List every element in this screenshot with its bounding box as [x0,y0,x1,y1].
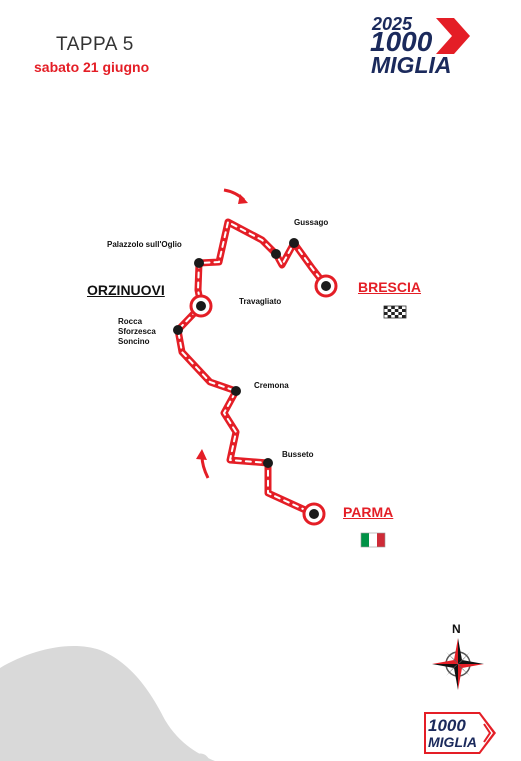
label-rocca-3: Soncino [118,337,150,346]
checkered-flag-icon [383,305,407,319]
footer-logo-shape-icon [424,712,496,754]
marker-parma [302,502,326,526]
logo-name: MIGLIA [371,52,452,78]
dot-travagliato [271,249,281,259]
direction-arrow-top-icon [223,188,248,204]
label-parma: PARMA [343,504,394,520]
label-orzinuovi: ORZINUOVI [87,282,165,298]
label-rocca-1: Rocca [118,317,143,326]
logo-arrow-icon [436,18,470,54]
dot-busseto [263,458,273,468]
logo-number: 1000 [370,26,433,57]
footer-logo-name: MIGLIA [428,734,477,750]
label-brescia: BRESCIA [358,279,422,295]
dot-rocca [173,325,183,335]
label-palazzolo: Palazzolo sull'Oglio [107,240,182,249]
logo-year: 2025 [372,14,413,34]
label-rocca-2: Sforzesca [118,327,156,336]
compass-north-label: N [452,622,461,636]
compass-rose-icon [432,638,484,690]
stage-date: sabato 21 giugno [34,59,150,75]
direction-arrow-bottom-icon [196,449,210,479]
marker-brescia [314,274,338,298]
label-travagliato: Travagliato [239,297,282,306]
dot-gussago [289,238,299,248]
italian-flag-icon [360,532,386,548]
stage-title: TAPPA 5 [56,34,134,55]
footer-logo-number: 1000 [428,716,466,735]
dot-palazzolo [194,258,204,268]
label-cremona: Cremona [254,381,289,390]
marker-orzinuovi [189,294,213,318]
label-busseto: Busseto [282,450,314,459]
label-gussago: Gussago [294,218,329,227]
dot-cremona [231,386,241,396]
